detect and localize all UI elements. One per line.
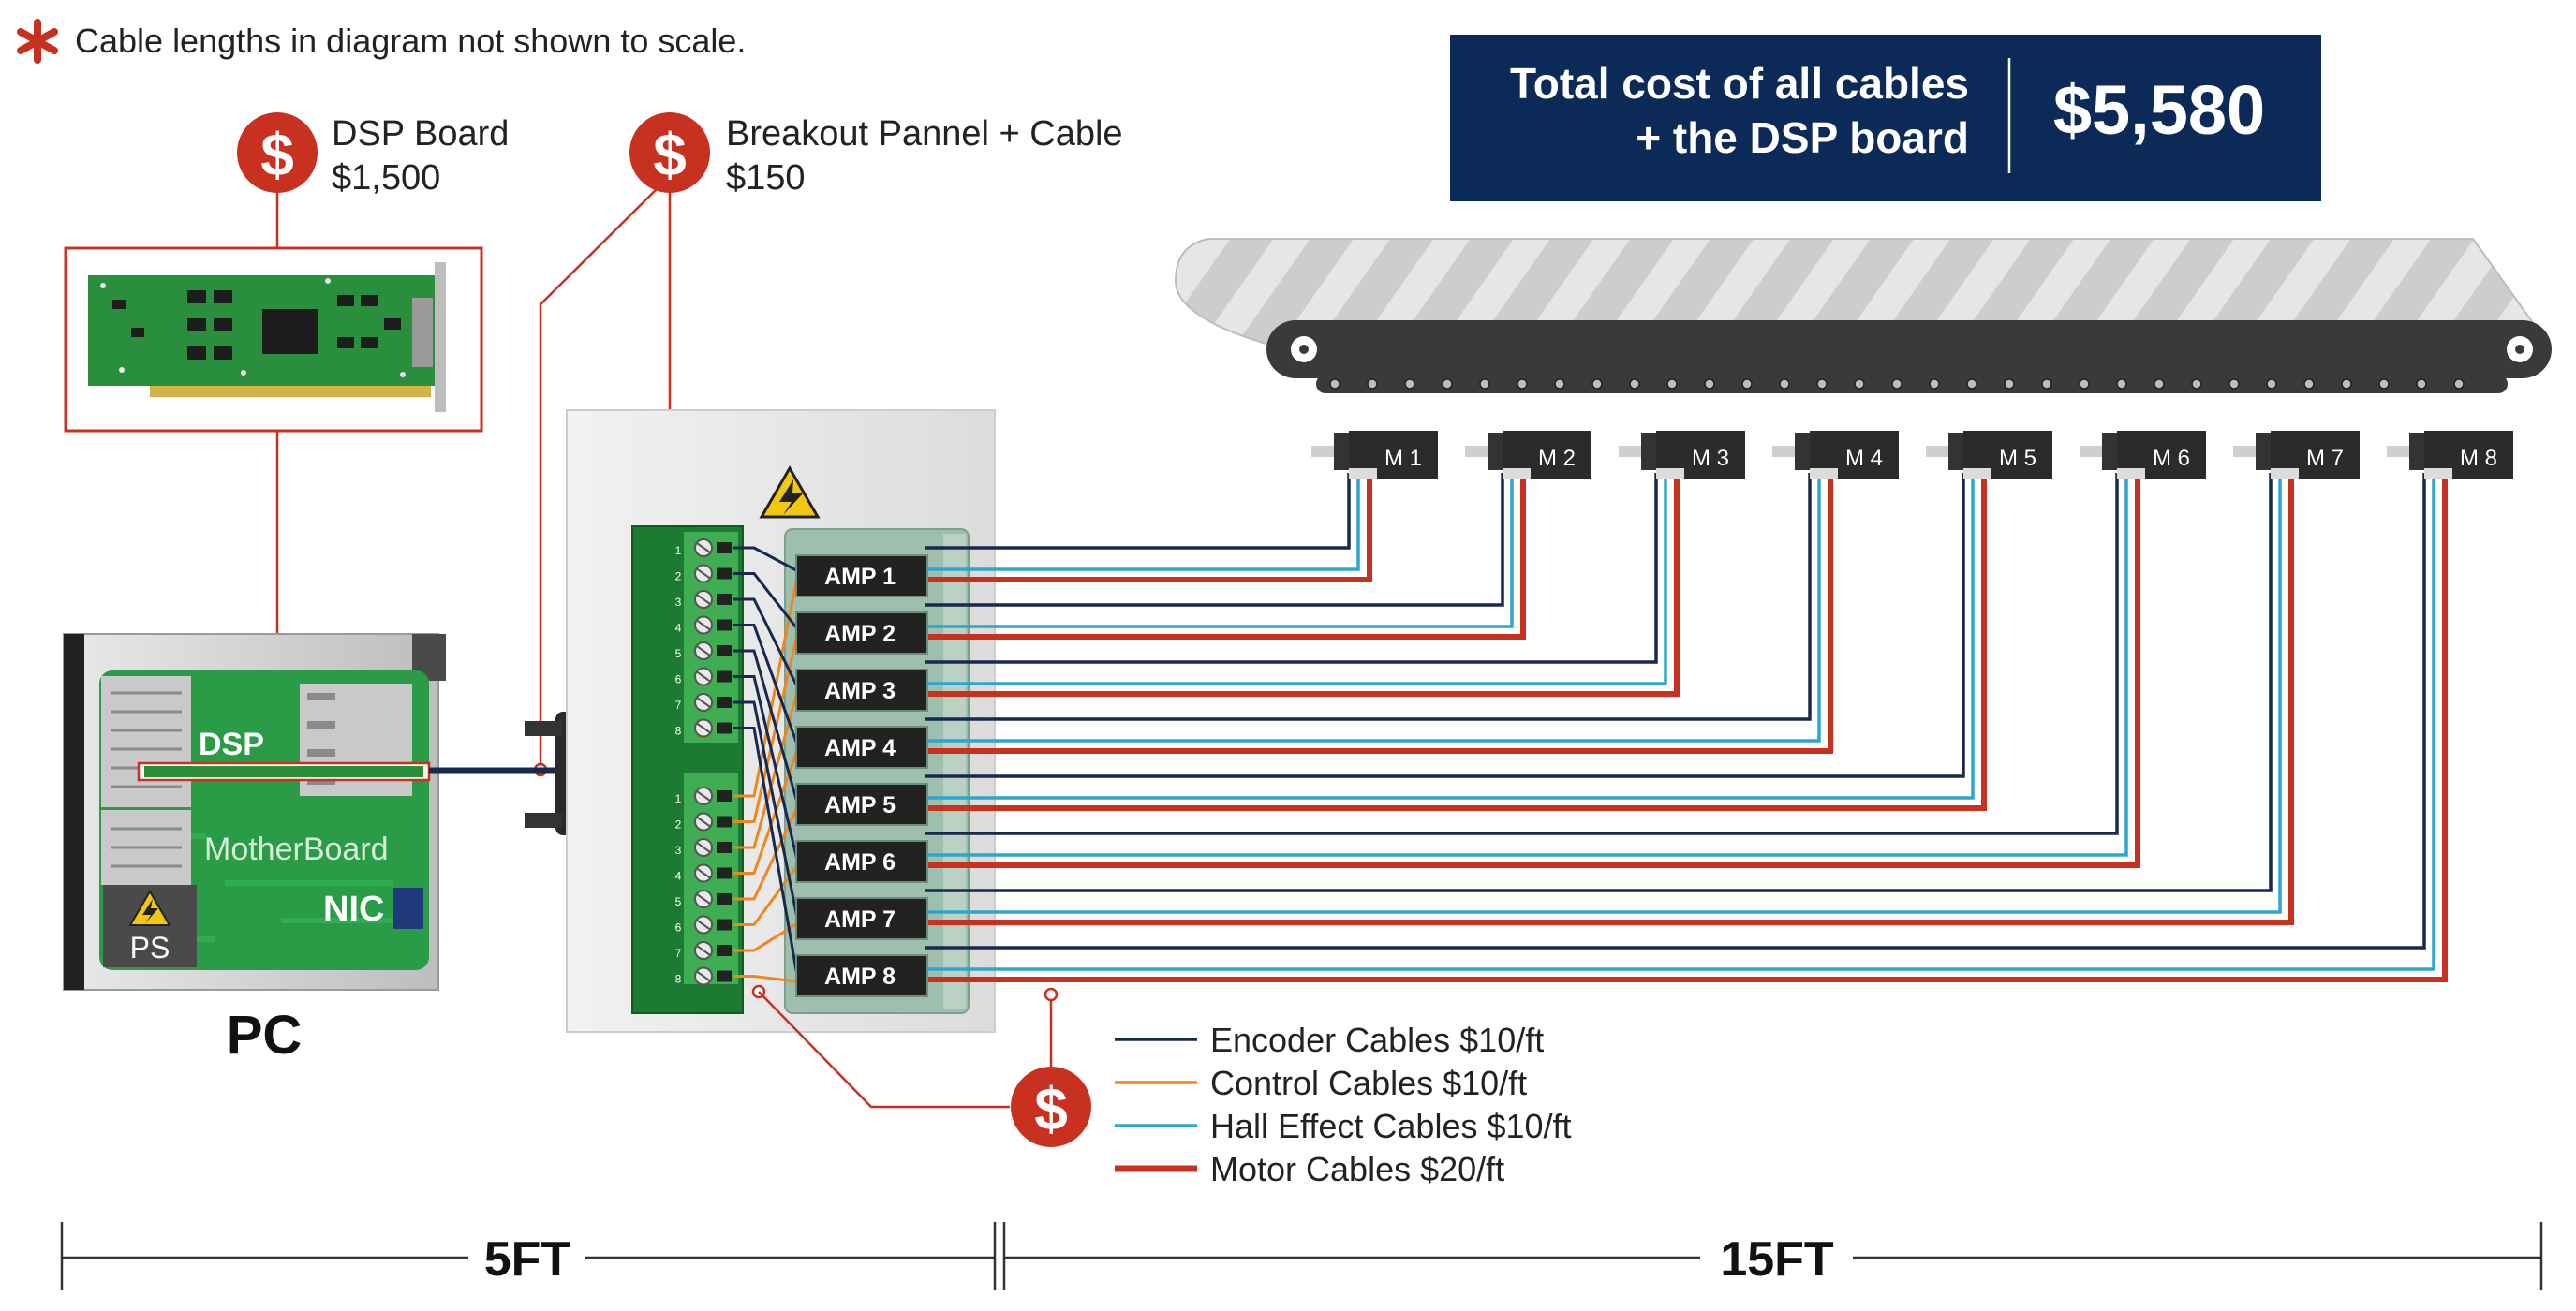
legend-label: Encoder Cables $10/ft [1210,1021,1544,1059]
motor-label: M 1 [1384,446,1422,471]
scale-note-text: Cable lengths in diagram not shown to sc… [75,22,746,60]
motor-row: M 1 M 2 M 3 M 4 M 5 M 6 M 7 M 8 [1311,431,2513,479]
terminal-number: 6 [675,673,682,686]
motor: M 4 [1772,431,1899,479]
total-label-line1: Total cost of all cables [1510,59,1969,108]
dollar-symbol: $ [1034,1075,1068,1142]
control-cabinet: 1 2 3 4 5 6 7 8 1 2 3 4 5 6 7 8 [566,409,996,1033]
dsp-card-image [88,262,446,412]
total-label-line2: + the DSP board [1636,113,1969,162]
dollar-symbol: $ [653,121,687,188]
dsp-board-name: DSP Board [332,114,509,154]
terminal-number: 4 [675,622,682,635]
legend-label: Motor Cables $20/ft [1210,1150,1504,1188]
cables-cost-callout: $ [751,984,1091,1147]
terminal-column-bottom: 1 2 3 4 5 6 7 8 [675,787,732,986]
pc-dsp-label: DSP [199,727,264,762]
motor-label: M 5 [1999,446,2036,471]
amp-label: AMP 2 [824,621,896,647]
dollar-icon: $ [629,112,710,193]
motor: M 6 [2080,431,2206,479]
amplifier: AMP 3 [795,669,928,712]
terminal-number: 8 [675,725,682,738]
amplifier: AMP 8 [795,954,928,997]
legend-item: Encoder Cables $10/ft [1115,1021,1544,1059]
terminal-number: 1 [675,544,682,557]
terminal-number: 5 [675,647,682,660]
breakout-callout: $ Breakout Pannel + Cable $150 [533,112,1123,777]
legend-label: Control Cables $10/ft [1210,1064,1527,1102]
breakout-name: Breakout Pannel + Cable [726,114,1123,154]
amp-label: AMP 8 [824,964,896,990]
amplifier: AMP 6 [795,840,928,883]
motor-label: M 4 [1845,446,1883,471]
breakout-price: $150 [726,158,806,198]
amplifier: AMP 1 [795,554,928,597]
motor: M 8 [2387,431,2513,479]
ps-label: PS [130,931,170,965]
amp-label: AMP 5 [824,792,896,818]
amplifier-column: AMP 1 AMP 2 AMP 3 AMP 4 AMP 5 AMP 6 AMP 7 AMP 8 [795,554,928,997]
amp-label: AMP 6 [824,849,896,876]
asterisk-icon [17,19,58,64]
terminal-number: 2 [675,818,682,832]
conveyor [1174,238,2552,393]
dollar-symbol: $ [260,121,294,188]
motor-label: M 2 [1538,446,1576,471]
dsp-board-price: $1,500 [332,158,440,198]
total-value: $5,580 [2053,71,2265,149]
amp-label: AMP 7 [824,906,896,933]
total-cost-box: Total cost of all cables + the DSP board… [1450,35,2321,201]
terminal-number: 8 [675,973,682,986]
legend-item: Control Cables $10/ft [1115,1064,1527,1102]
amplifier: AMP 5 [795,783,928,826]
amplifier: AMP 2 [795,611,928,655]
dsp-board-callout: $ DSP Board $1,500 [64,112,509,771]
amp-label: AMP 4 [824,735,896,761]
terminal-number: 7 [675,947,682,960]
legend-label: Hall Effect Cables $10/ft [1210,1107,1572,1145]
warning-icon [759,464,821,519]
motor: M 3 [1619,431,1745,479]
terminal-number: 2 [675,570,682,583]
dollar-icon: $ [1011,1067,1091,1147]
motor-label: M 3 [1692,446,1729,471]
motor: M 2 [1465,431,1591,479]
motor: M 7 [2233,431,2360,479]
motor-label: M 6 [2153,446,2190,471]
scale-right-length: 15FT [1720,1232,1834,1287]
motor: M 5 [1926,431,2052,479]
motherboard-label: MotherBoard [204,832,389,867]
terminal-number: 4 [675,870,682,883]
amplifier: AMP 7 [795,897,928,940]
nic-label: NIC [323,890,384,929]
motor-label: M 7 [2306,446,2344,471]
terminal-number: 6 [675,921,682,935]
pc-title: PC [227,1005,303,1066]
warning-icon [128,890,171,926]
terminal-number: 3 [675,844,682,857]
terminal-number: 3 [675,596,682,609]
scale-note: Cable lengths in diagram not shown to sc… [17,19,746,64]
terminal-number: 1 [675,792,682,805]
terminal-number: 7 [675,699,682,712]
legend-item: Motor Cables $20/ft [1115,1150,1504,1188]
amp-label: AMP 3 [824,678,896,704]
scale-left-length: 5FT [484,1232,571,1287]
pc-computer: PS DSP MotherBoard NIC PC [63,633,446,1066]
terminal-number: 5 [675,895,682,908]
dollar-icon: $ [237,112,318,193]
conveyor-bolts [1329,378,2465,390]
power-supply: PS [103,885,197,967]
terminal-column-top: 1 2 3 4 5 6 7 8 [675,538,732,738]
length-scale: 5FT 15FT [60,1222,2543,1290]
legend-item: Hall Effect Cables $10/ft [1115,1107,1572,1145]
amp-label: AMP 1 [824,564,896,590]
motor-label: M 8 [2460,446,2497,471]
cables [733,473,2448,983]
motor: M 1 [1311,431,1438,479]
amplifier: AMP 4 [795,726,928,769]
